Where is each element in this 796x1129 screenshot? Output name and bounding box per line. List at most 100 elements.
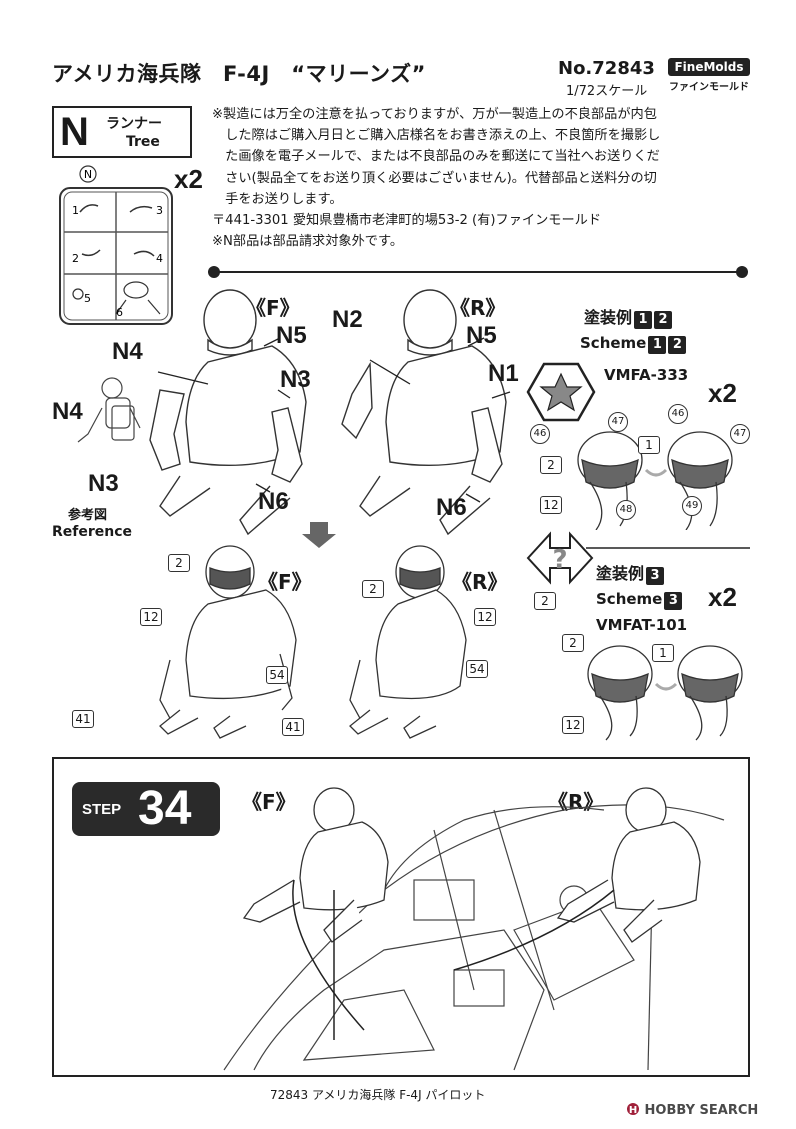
swap-callout: 2: [534, 592, 556, 610]
scheme-a-num-2: 2: [668, 336, 687, 354]
painted-rear-pilot: [349, 545, 467, 739]
cockpit-diagram: [223, 787, 725, 1071]
runner-part-5: 5: [84, 292, 91, 305]
unit-insignia-icon: [526, 362, 596, 422]
scheme-a-callout-49: 49: [682, 496, 702, 516]
page-title: アメリカ海兵隊 F-4J “マリーンズ”: [52, 62, 426, 86]
part-n2: N2: [332, 306, 363, 333]
part-n1: N1: [488, 360, 519, 387]
scheme-a-num-2: 2: [654, 311, 673, 329]
scheme-a-callout-47b: 47: [730, 424, 750, 444]
scheme-a-en-text: Scheme: [580, 334, 647, 352]
paint-callout-boots-front: 41: [72, 710, 94, 728]
paint-callout-suit-rear: 54: [466, 660, 488, 678]
step-number: 34: [138, 782, 192, 835]
runner-part-2: 2: [72, 252, 79, 265]
notice-line: 手をお送りします。: [212, 191, 343, 207]
rear-pilot-figure: [341, 289, 507, 536]
runner-part-1: 1: [72, 204, 79, 217]
scheme-a-callout-12: 12: [540, 496, 562, 514]
step-front-label: 《F》: [242, 790, 296, 814]
notice-line: 〒441-3301 愛知県豊橋市老津町的場53-2 (有)ファインモールド: [212, 213, 602, 229]
scheme-a-multiplier: x2: [708, 378, 737, 408]
scheme-a-num-1: 1: [648, 336, 667, 354]
reference-figure: [77, 377, 141, 443]
runner-part-6: 6: [116, 306, 123, 319]
runner-tag: N: [84, 168, 92, 181]
scheme-b-num: 3: [664, 592, 683, 610]
scheme-b-unit: VMFAT-101: [596, 616, 688, 634]
part-n6-front: N6: [258, 488, 289, 515]
front-pilot-figure: [149, 289, 307, 536]
scheme-a-jp-text: 塗装例: [584, 308, 633, 327]
part-n6-rear: N6: [436, 494, 467, 521]
section-divider: [208, 266, 748, 278]
scale-label: 1/72スケール: [566, 84, 648, 99]
scheme-b-helmets: [587, 645, 743, 741]
paint-callout-boots-rear: 41: [282, 718, 304, 736]
brand-wordmark: FineMolds: [668, 58, 750, 76]
notice-line: た画像を電子メールで、または不良部品のみを郵送にて当社へお送りくだ: [212, 149, 660, 165]
paint-callout-helmet-rear: 2: [362, 580, 384, 598]
scheme-b-en-text: Scheme: [596, 590, 663, 608]
scheme-a-callout-48: 48: [616, 500, 636, 520]
scheme-a-num-1: 1: [634, 311, 653, 329]
brand-logo: FineMolds ファインモールド: [668, 58, 750, 93]
assembly-figures: [77, 289, 511, 536]
step-front-pilot: [242, 787, 389, 943]
defect-notice: ※製造には万全の注意を払っておりますが、万が一製造上の不良部品が内包 した際はご…: [212, 104, 760, 252]
scheme-b-callout-1: 1: [652, 644, 674, 662]
part-n3: N3: [280, 366, 311, 393]
paint-callout-mask-rear: 12: [474, 608, 496, 626]
product-number: No.72843: [558, 58, 655, 79]
watermark-logo-icon: H: [627, 1103, 639, 1116]
painted-front-label: 《F》: [258, 570, 312, 594]
scheme-a-callout-1: 1: [638, 436, 660, 454]
scheme-a-callout-2: 2: [540, 456, 562, 474]
reference-part-n4: N4: [52, 398, 83, 425]
notice-line: ※製造には万全の注意を払っておりますが、万が一製造上の不良部品が内包: [212, 107, 657, 122]
tree-letter: N: [60, 110, 89, 154]
paint-callout-helmet-front: 2: [168, 554, 190, 572]
tree-multiplier: x2: [174, 164, 203, 194]
scheme-b-callout-12: 12: [562, 716, 584, 734]
rear-seat-label: 《R》: [450, 296, 506, 320]
footer-caption: 72843 アメリカ海兵隊 F-4J パイロット: [270, 1088, 486, 1102]
runner-diagram: N 1 2 3 4 5 6: [59, 165, 173, 325]
watermark-text: HOBBY SEARCH: [644, 1103, 759, 1118]
step-word: STEP: [82, 801, 122, 818]
tree-label-box: N ランナー Tree: [52, 106, 192, 158]
notice-line: さい(製品全てをお送り頂く必要はございません)。代替部品と送料分の切: [212, 170, 657, 186]
tree-label-en: Tree: [126, 134, 160, 150]
notice-line: ※N部品は部品請求対象外です。: [212, 234, 404, 250]
part-n5-front: N5: [276, 322, 307, 349]
tree-label-jp: ランナー: [106, 116, 162, 132]
scheme-b-callout-2: 2: [562, 634, 584, 652]
brand-kana: ファインモールド: [669, 82, 749, 93]
scheme-b-multiplier: x2: [708, 582, 737, 612]
scheme-a-helmets: [577, 431, 733, 530]
runner-part-4: 4: [156, 252, 163, 265]
step-frame: [52, 757, 750, 1077]
scheme-b-num: 3: [646, 567, 665, 585]
painted-rear-label: 《R》: [452, 570, 508, 594]
notice-line: した際はご購入月日とご購入店様名をお書き添えの上、不良箇所を撮影し: [212, 128, 661, 144]
swap-icon: ?: [526, 531, 750, 585]
reference-label-en: Reference: [52, 524, 133, 540]
scheme-a-unit: VMFA-333: [604, 366, 689, 384]
step-rear-label: 《R》: [548, 790, 604, 814]
front-seat-label: 《F》: [246, 296, 300, 320]
part-n4: N4: [112, 338, 143, 365]
paint-callout-mask-front: 12: [140, 608, 162, 626]
scheme-a-callout-47a: 47: [608, 412, 628, 432]
paint-callout-suit-front: 54: [266, 666, 288, 684]
down-arrow-icon: [302, 522, 336, 548]
reference-label-jp: 参考図: [68, 508, 108, 523]
step-badge: STEP 34: [72, 782, 220, 836]
scheme-b-jp-text: 塗装例: [596, 564, 645, 583]
painted-figures: [159, 545, 467, 739]
